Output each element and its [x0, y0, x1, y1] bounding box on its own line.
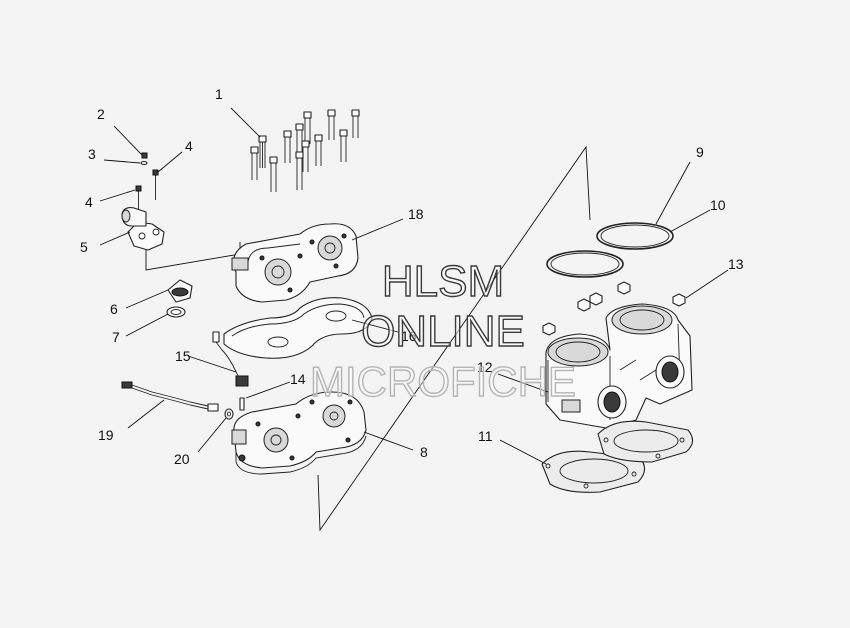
cylinder-nuts [542, 281, 686, 336]
callout-14: 14 [290, 371, 306, 387]
temperature-sensor [212, 331, 249, 387]
callout-7: 7 [112, 329, 120, 345]
callout-3: 3 [88, 146, 96, 162]
callout-9: 9 [696, 144, 704, 160]
watermark-line-2: ONLINE [361, 307, 525, 356]
callout-11: 11 [478, 428, 493, 444]
callout-8: 8 [420, 444, 428, 460]
callout-20: 20 [174, 451, 190, 467]
thermostat [166, 279, 193, 318]
bolt-set [250, 109, 360, 192]
small-screws [135, 152, 159, 210]
callout-18: 18 [408, 206, 424, 222]
callout-1: 1 [215, 86, 223, 102]
callout-4-upper: 4 [185, 138, 193, 154]
callout-numbers: 1 2 3 4 4 5 6 7 8 9 10 11 12 13 14 15 16… [80, 86, 744, 467]
water-outlet-housing [121, 207, 165, 251]
cylinder-orings [546, 222, 674, 278]
cylinder-head-cover [231, 223, 359, 303]
callout-15: 15 [175, 348, 191, 364]
stud [239, 397, 245, 411]
callout-13: 13 [728, 256, 744, 272]
sensor-cable [121, 381, 219, 412]
callout-19: 19 [98, 427, 114, 443]
callout-4-lower: 4 [85, 194, 93, 210]
leader-lines [99, 107, 729, 465]
callout-2: 2 [97, 106, 105, 122]
watermark-line-3: MICROFICHE [310, 358, 576, 405]
callout-5: 5 [80, 239, 88, 255]
watermark-line-1: HLSM [382, 257, 504, 306]
callout-16: 16 [401, 328, 417, 344]
watermark: HLSM ONLINE MICROFICHE [309, 256, 576, 405]
callout-12: 12 [477, 359, 493, 375]
washer [224, 408, 234, 420]
cylinder-head [231, 391, 367, 475]
cylinder-block [545, 303, 693, 429]
callout-6: 6 [110, 301, 118, 317]
head-gasket-oring [223, 297, 373, 359]
callout-10: 10 [710, 197, 726, 213]
base-gaskets [541, 420, 694, 493]
